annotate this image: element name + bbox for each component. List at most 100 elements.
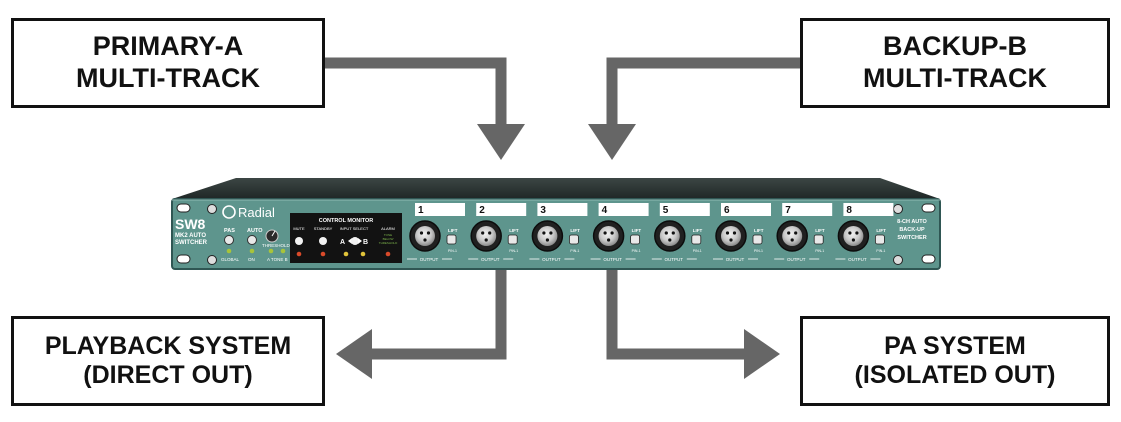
output-label: OUTPUT <box>726 257 745 262</box>
xlr-insert <box>537 226 558 246</box>
on-label: ON <box>248 257 255 262</box>
standby-led <box>320 251 326 257</box>
alarm-sub2: BELOW <box>383 237 394 241</box>
backup-b-box: BACKUP-B MULTI-TRACK <box>800 18 1110 108</box>
xlr-pin <box>419 231 424 235</box>
input-a-led <box>343 251 349 257</box>
xlr-insert <box>476 226 497 246</box>
tone-a-led <box>268 248 274 254</box>
channel-number: 8 <box>846 205 852 216</box>
standby-button[interactable] <box>319 237 327 245</box>
rack-slot <box>176 203 191 213</box>
standby-label: STANDBY <box>314 226 333 231</box>
xlr-pin <box>603 231 607 235</box>
primary-a-box: PRIMARY-A MULTI-TRACK <box>11 18 325 108</box>
tone-b-led <box>280 248 286 254</box>
lift-switch[interactable] <box>630 234 640 245</box>
xlr-insert <box>415 226 435 246</box>
channel-number: 5 <box>663 205 669 216</box>
channel-number: 3 <box>540 205 546 216</box>
rack-slot <box>921 254 936 264</box>
lift-switch[interactable] <box>446 234 457 245</box>
brand-name: Radial <box>238 205 275 220</box>
output-label: OUTPUT <box>603 257 622 262</box>
xlr-pin <box>790 238 794 242</box>
panel-screw <box>207 255 217 265</box>
lift-switch[interactable] <box>507 234 518 245</box>
mute-label: MUTE <box>293 226 305 231</box>
xlr-pin <box>549 231 553 235</box>
rack-slot <box>176 254 191 264</box>
model-name: SW8 <box>175 216 206 232</box>
input-select-label: INPUT SELECT <box>340 226 369 231</box>
channel-number: 7 <box>785 205 791 216</box>
xlr-pin <box>542 231 546 235</box>
radial-logo-mark-icon <box>222 205 236 219</box>
xlr-pin <box>732 231 737 235</box>
pas-label: PAS <box>224 228 235 234</box>
tone-label: A TONE B <box>267 257 288 262</box>
lift-switch[interactable] <box>813 234 824 245</box>
backup-b-line1: BACKUP-B <box>883 31 1027 62</box>
lift-switch[interactable] <box>752 234 763 245</box>
xlr-insert <box>843 226 864 246</box>
channel-number: 1 <box>418 205 424 216</box>
xlr-pin <box>426 231 431 235</box>
auto-label: AUTO <box>247 228 263 234</box>
lift-label: LIFT <box>509 228 519 233</box>
channel-label-strip <box>782 203 833 216</box>
pin-label: PIN-1 <box>632 249 641 253</box>
lift-switch[interactable] <box>875 234 885 245</box>
xlr-insert <box>721 226 741 246</box>
triangle-left-icon <box>348 238 352 244</box>
xlr-pin <box>423 238 427 242</box>
right-label-line1: 8-CH AUTO <box>897 219 927 225</box>
lift-label: LIFT <box>632 228 642 233</box>
xlr-pin <box>664 231 668 235</box>
input-b-led <box>360 251 366 257</box>
lift-switch[interactable] <box>569 234 579 245</box>
pin-label: PIN-1 <box>570 249 579 253</box>
channel-number: 2 <box>479 205 485 216</box>
pa-line1: PA SYSTEM <box>884 331 1026 360</box>
input-select-button[interactable] <box>351 237 359 245</box>
xlr-pin <box>855 231 859 235</box>
pa-system-box: PA SYSTEM (ISOLATED OUT) <box>800 316 1110 406</box>
input-a-label: A <box>340 239 345 246</box>
alarm-sub3: THRESHOLD <box>379 241 398 245</box>
lift-switch[interactable] <box>691 234 702 245</box>
output-label: OUTPUT <box>481 257 500 262</box>
input-b-label: B <box>363 239 368 246</box>
global-label: GLOBAL <box>221 257 240 262</box>
channel-label-strip <box>537 203 588 216</box>
xlr-pin <box>488 231 492 235</box>
lift-label: LIFT <box>448 228 458 233</box>
pin-label: PIN-1 <box>509 249 518 253</box>
threshold-label: THRESHOLD <box>262 243 291 248</box>
channel-label-strip <box>843 203 894 216</box>
alarm-sub1: TONE <box>384 233 392 237</box>
alarm-led <box>385 251 391 257</box>
output-label: OUTPUT <box>848 257 867 262</box>
xlr-pin <box>610 231 614 235</box>
panel-screw <box>893 204 903 214</box>
output-label: OUTPUT <box>542 257 561 262</box>
mute-button[interactable] <box>295 237 303 245</box>
xlr-pin <box>725 231 730 235</box>
input-arrow-a <box>325 57 525 160</box>
xlr-insert <box>659 226 680 246</box>
auto-button[interactable] <box>247 235 257 245</box>
right-label-line3: SWITCHER <box>897 235 926 241</box>
xlr-pin <box>794 231 798 235</box>
sw8-rack-unit: SW8 MK2 AUTO SWITCHER Radial PAS GLOBAL … <box>171 178 941 270</box>
xlr-pin <box>671 231 675 235</box>
xlr-insert <box>598 226 619 246</box>
right-label-line2: BACK-UP <box>899 227 925 233</box>
playback-line1: PLAYBACK SYSTEM <box>44 331 292 360</box>
lift-label: LIFT <box>754 228 764 233</box>
unit-top-face <box>172 178 940 199</box>
pin-label: PIN-1 <box>876 249 885 253</box>
xlr-pin <box>481 231 485 235</box>
pas-button[interactable] <box>224 235 234 245</box>
